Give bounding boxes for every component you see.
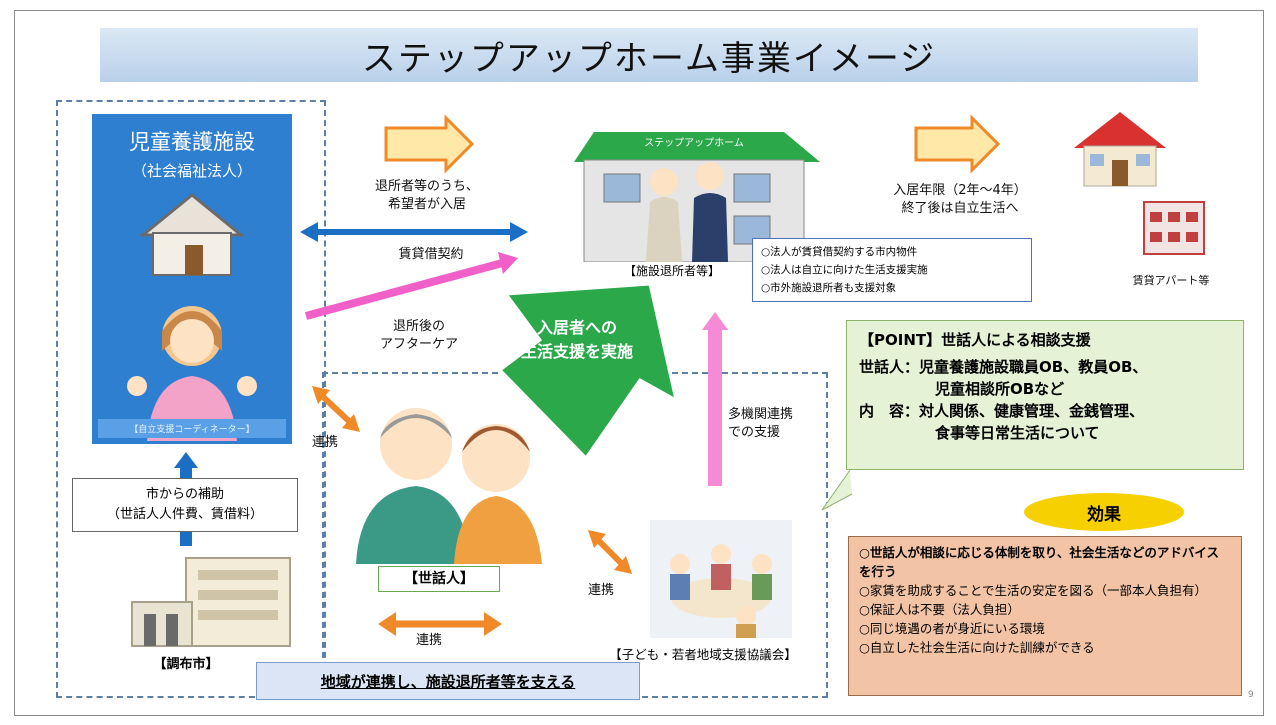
point-heading: 【POINT】世話人による相談支援 bbox=[859, 331, 1091, 349]
council-meeting-icon bbox=[650, 520, 792, 638]
effect-item: ○同じ境遇の者が身近にいる環境 bbox=[859, 621, 1045, 636]
multi-agency-label: 多機関連携 での支援 bbox=[728, 407, 794, 440]
house-icon bbox=[1074, 112, 1166, 187]
page-number: 9 bbox=[1248, 690, 1254, 700]
apartment-icon bbox=[1143, 201, 1205, 255]
city-hall-icon bbox=[131, 557, 291, 647]
city-label: 【調布市】 bbox=[153, 657, 219, 672]
caretakers-icon bbox=[356, 408, 542, 564]
caretaker-key: 世話人： bbox=[859, 358, 920, 376]
renkei-mid-arrow bbox=[588, 530, 632, 574]
facility-type: （社会福祉法人） bbox=[131, 162, 252, 180]
facility-house-icon bbox=[138, 193, 246, 276]
city-subsidy-box: 市からの補助 （世話人人件費、賃借料） bbox=[72, 478, 298, 532]
city-subsidy-text: 市からの補助 （世話人人件費、賃借料） bbox=[106, 487, 263, 522]
caretaker-value: 児童養護施設職員OB、教員OB、 bbox=[919, 358, 1148, 376]
title-banner: ステップアップホーム事業イメージ bbox=[100, 28, 1198, 82]
stepup-notes: ○法人が賃貸借契約する市内物件 ○法人は自立に向けた生活支援実施 ○市外施設退所… bbox=[752, 238, 1032, 302]
lease-label: 賃貸借契約 bbox=[398, 247, 464, 262]
content-value: 対人関係、健康管理、金銭管理、 bbox=[919, 402, 1145, 420]
coordinator-label: 【自立支援コーディネーター】 bbox=[98, 419, 286, 438]
multi-agency-arrow bbox=[702, 312, 728, 486]
lease-double-arrow bbox=[300, 222, 528, 242]
bottom-banner: 地域が連携し、施設退所者等を支える bbox=[256, 662, 640, 700]
effect-item: ○家賃を助成することで生活の安定を図る（一部本人負担有） bbox=[859, 583, 1208, 598]
move-out-label: 入居年限（2年～4年） 終了後は自立生活へ bbox=[893, 183, 1027, 216]
point-box: 【POINT】世話人による相談支援 世話人：児童養護施設職員OB、教員OB、 児… bbox=[846, 320, 1244, 470]
support-arrow bbox=[497, 282, 679, 461]
entry-arrow bbox=[384, 114, 475, 174]
effect-label: 効果 bbox=[1087, 504, 1121, 525]
support-label: 入居者への 生活支援を実施 bbox=[520, 318, 633, 361]
stepup-note: ○市外施設退所者も支援対象 bbox=[761, 282, 897, 294]
renkei-bottom-arrow bbox=[378, 612, 502, 636]
residents-label: 【施設退所者等】 bbox=[623, 264, 720, 278]
stepup-note: ○法人が賃貸借契約する市内物件 bbox=[761, 246, 918, 258]
point-callout-tail bbox=[821, 469, 853, 511]
council-label: 【子ども・若者地域支援協議会】 bbox=[609, 647, 797, 662]
aftercare-arrow bbox=[304, 252, 518, 320]
stepup-note: ○法人は自立に向けた生活支援実施 bbox=[761, 264, 928, 276]
aftercare-label: 退所後の アフターケア bbox=[379, 319, 458, 352]
renkei-mid-label: 連携 bbox=[588, 583, 615, 598]
effect-badge: 効果 bbox=[1024, 493, 1184, 531]
bottom-banner-text: 地域が連携し、施設退所者等を支える bbox=[320, 672, 576, 691]
entry-label: 退所者等のうち、 希望者が入居 bbox=[374, 179, 479, 212]
caretaker-label: 【世話人】 bbox=[378, 566, 500, 592]
facility-name: 児童養護施設 bbox=[129, 130, 255, 154]
content-key: 内 容： bbox=[859, 402, 920, 420]
content-value-2: 食事等日常生活について bbox=[935, 424, 1100, 442]
effect-item: ○自立した社会生活に向けた訓練ができる bbox=[859, 640, 1095, 655]
stepup-home-sign: ステップアップホーム bbox=[644, 138, 744, 149]
effect-box: ○世話人が相談に応じる体制を取り、社会生活などのアドバイスを行う ○家賃を助成す… bbox=[848, 536, 1242, 696]
effect-item: ○世話人が相談に応じる体制を取り、社会生活などのアドバイスを行う bbox=[859, 545, 1220, 579]
renkei-left-label: 連携 bbox=[312, 435, 339, 450]
renkei-bottom-label: 連携 bbox=[416, 633, 443, 648]
slide-frame bbox=[14, 10, 1264, 716]
caretaker-value-2: 児童相談所OBなど bbox=[935, 380, 1065, 398]
apartment-label: 賃貸アパート等 bbox=[1132, 274, 1210, 287]
move-out-arrow bbox=[914, 114, 1001, 174]
childcare-facility-panel: 児童養護施設 （社会福祉法人） 【自立支援コーディネーター】 bbox=[92, 114, 292, 444]
effect-item: ○保証人は不要（法人負担） bbox=[859, 602, 1020, 617]
page-title: ステップアップホーム事業イメージ bbox=[361, 38, 937, 79]
renkei-left-arrow bbox=[312, 386, 360, 432]
